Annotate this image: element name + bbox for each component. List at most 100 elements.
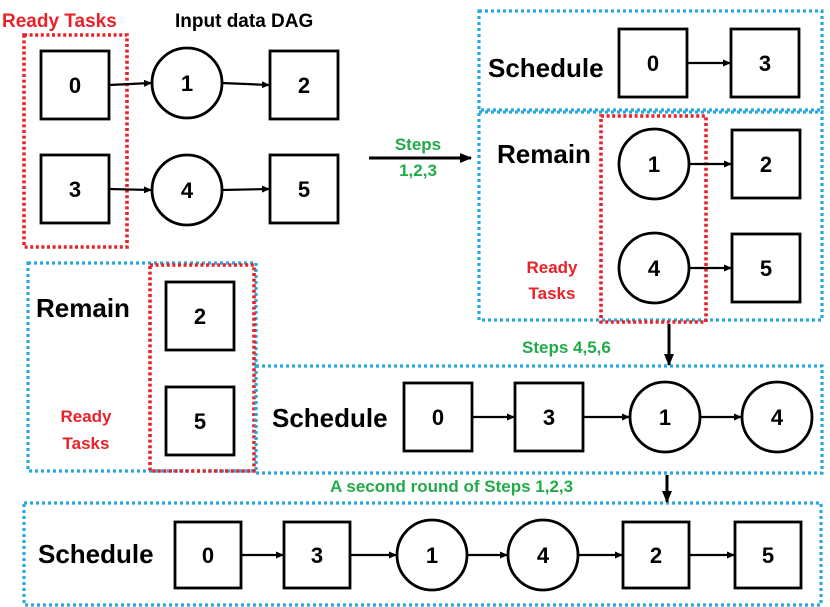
task-node-label: 2 (650, 543, 662, 568)
task-node-dag-4: 4 (150, 153, 224, 227)
task-node-label: 5 (194, 409, 206, 434)
task-node-dag-2: 2 (268, 49, 340, 121)
remain-box-1 (477, 110, 824, 322)
square-node-shape (730, 232, 802, 304)
tasks-label-2: Tasks (63, 434, 110, 453)
schedule-label-3: Schedule (38, 539, 154, 569)
task-node-label: 1 (426, 543, 438, 568)
edge-dag-1-to-2 (221, 81, 270, 89)
ready-tasks-box-2 (148, 263, 256, 473)
task-node-label: 0 (202, 543, 214, 568)
square-node-shape (173, 520, 243, 590)
schedule-box-1 (477, 9, 824, 112)
circle-node-shape (150, 46, 224, 120)
remain-label-2: Remain (36, 293, 130, 323)
task-node-label: 3 (543, 405, 555, 430)
ready-tasks-box-top (22, 33, 129, 249)
task-node-schedule-2-0: 0 (402, 381, 474, 453)
square-node-shape (164, 280, 236, 352)
square-node-shape (730, 128, 802, 200)
steps-numbers-label: 1,2,3 (399, 161, 437, 180)
task-node-remain-1-5: 5 (730, 232, 802, 304)
ready-tasks-label-top: Ready Tasks (2, 11, 117, 32)
task-node-schedule-3-2: 2 (621, 520, 691, 590)
square-node-shape (268, 153, 340, 225)
steps-456-label: Steps 4,5,6 (522, 338, 611, 357)
square-node-shape (282, 520, 352, 590)
square-node-shape (39, 49, 111, 121)
task-node-dag-1: 1 (150, 46, 224, 120)
edge-dag-0-to-1 (108, 79, 152, 87)
task-node-remain-1-4: 4 (617, 231, 691, 305)
task-node-schedule-1-3: 3 (729, 27, 801, 99)
task-node-label: 0 (647, 51, 659, 76)
task-node-label: 1 (181, 71, 193, 96)
task-node-label: 1 (648, 152, 660, 177)
task-node-label: 4 (181, 178, 194, 203)
task-node-label: 4 (771, 405, 784, 430)
circle-node-shape (617, 231, 691, 305)
task-node-dag-0: 0 (39, 49, 111, 121)
task-node-label: 3 (759, 51, 771, 76)
task-nodes: 0 1 2 3 4 5 0 3 1 2 4 5 2 5 0 3 1 4 0 3 1 4 2 5 (39, 27, 814, 592)
circle-node-shape (740, 380, 814, 454)
schedule-box-3 (22, 501, 823, 607)
circle-node-shape (506, 518, 580, 592)
second-round-label: A second round of Steps 1,2,3 (330, 477, 573, 496)
task-node-dag-5: 5 (268, 153, 340, 225)
task-node-schedule-3-3: 3 (282, 520, 352, 590)
task-node-label: 5 (762, 543, 774, 568)
circle-node-shape (617, 127, 691, 201)
square-node-shape (268, 49, 340, 121)
ready-tasks-box-1 (599, 114, 708, 324)
schedule-label-1: Schedule (488, 53, 604, 83)
task-node-label: 2 (760, 152, 772, 177)
task-node-schedule-1-0: 0 (617, 27, 689, 99)
task-node-schedule-2-4: 4 (740, 380, 814, 454)
circle-node-shape (150, 153, 224, 227)
task-node-schedule-3-5: 5 (733, 520, 803, 590)
square-node-shape (164, 385, 236, 457)
square-node-shape (39, 153, 111, 225)
square-node-shape (402, 381, 474, 453)
task-node-label: 1 (659, 405, 671, 430)
task-node-schedule-3-1: 1 (395, 518, 469, 592)
task-node-label: 4 (537, 543, 550, 568)
task-node-label: 2 (298, 73, 310, 98)
task-node-dag-3: 3 (39, 153, 111, 225)
task-node-label: 0 (69, 73, 81, 98)
task-node-label: 5 (298, 177, 310, 202)
task-node-label: 4 (648, 256, 661, 281)
task-node-remain-2-2: 2 (164, 280, 236, 352)
schedule-label-2: Schedule (272, 403, 388, 433)
task-node-schedule-3-4: 4 (506, 518, 580, 592)
edge-dag-4-to-5 (221, 185, 270, 193)
task-node-label: 3 (69, 177, 81, 202)
square-node-shape (733, 520, 803, 590)
steps-label: Steps (395, 135, 441, 154)
task-node-remain-2-5: 5 (164, 385, 236, 457)
square-node-shape (729, 27, 801, 99)
input-dag-title: Input data DAG (175, 11, 313, 32)
task-node-label: 0 (432, 405, 444, 430)
square-node-shape (617, 27, 689, 99)
task-node-remain-1-1: 1 (617, 127, 691, 201)
circle-node-shape (395, 518, 469, 592)
remain-label-1: Remain (497, 139, 591, 169)
ready-label-1: Ready (526, 258, 578, 277)
square-node-shape (513, 381, 585, 453)
task-node-label: 2 (194, 304, 206, 329)
task-node-remain-1-2: 2 (730, 128, 802, 200)
task-node-schedule-2-3: 3 (513, 381, 585, 453)
task-node-label: 3 (311, 543, 323, 568)
circle-node-shape (628, 380, 702, 454)
edge-dag-3-to-4 (108, 186, 152, 194)
task-node-label: 5 (760, 256, 772, 281)
tasks-label-1: Tasks (529, 284, 576, 303)
task-node-schedule-3-0: 0 (173, 520, 243, 590)
schedule-box-2 (254, 364, 824, 475)
dependency-edges (108, 59, 742, 559)
ready-label-2: Ready (60, 407, 112, 426)
square-node-shape (621, 520, 691, 590)
